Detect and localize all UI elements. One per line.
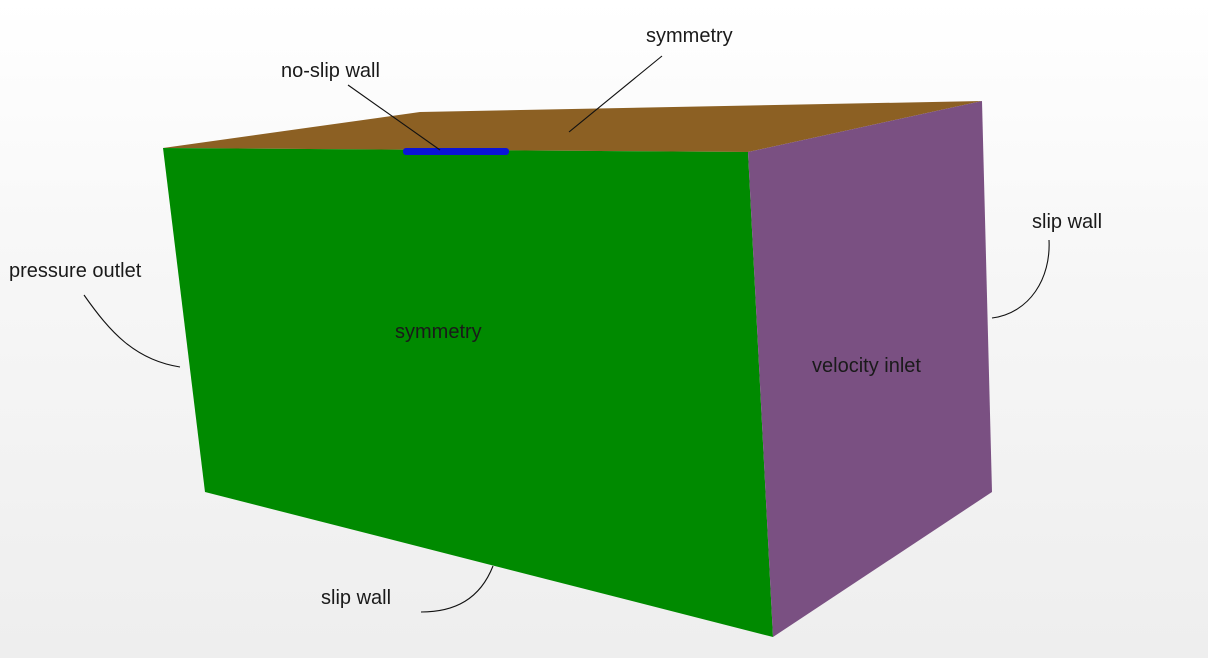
leader-bottom-slip-wall xyxy=(420,565,494,613)
label-no-slip-wall: no-slip wall xyxy=(281,60,380,82)
leader-pressure-outlet xyxy=(83,294,181,368)
leader-top-symmetry xyxy=(568,55,663,133)
top-face-symmetry xyxy=(163,101,982,152)
label-top-symmetry: symmetry xyxy=(646,25,733,47)
label-front-symmetry: symmetry xyxy=(395,321,482,343)
label-right-slip-wall: slip wall xyxy=(1032,211,1102,233)
label-pressure-outlet: pressure outlet xyxy=(9,260,142,282)
side-face-velocity-inlet xyxy=(748,101,992,637)
no-slip-wall-strip xyxy=(403,148,509,155)
leader-right-slip-wall xyxy=(991,239,1050,319)
leader-no-slip-wall xyxy=(347,84,441,151)
front-face-symmetry xyxy=(163,148,773,637)
label-bottom-slip-wall: slip wall xyxy=(321,587,391,609)
label-velocity-inlet: velocity inlet xyxy=(812,355,921,377)
